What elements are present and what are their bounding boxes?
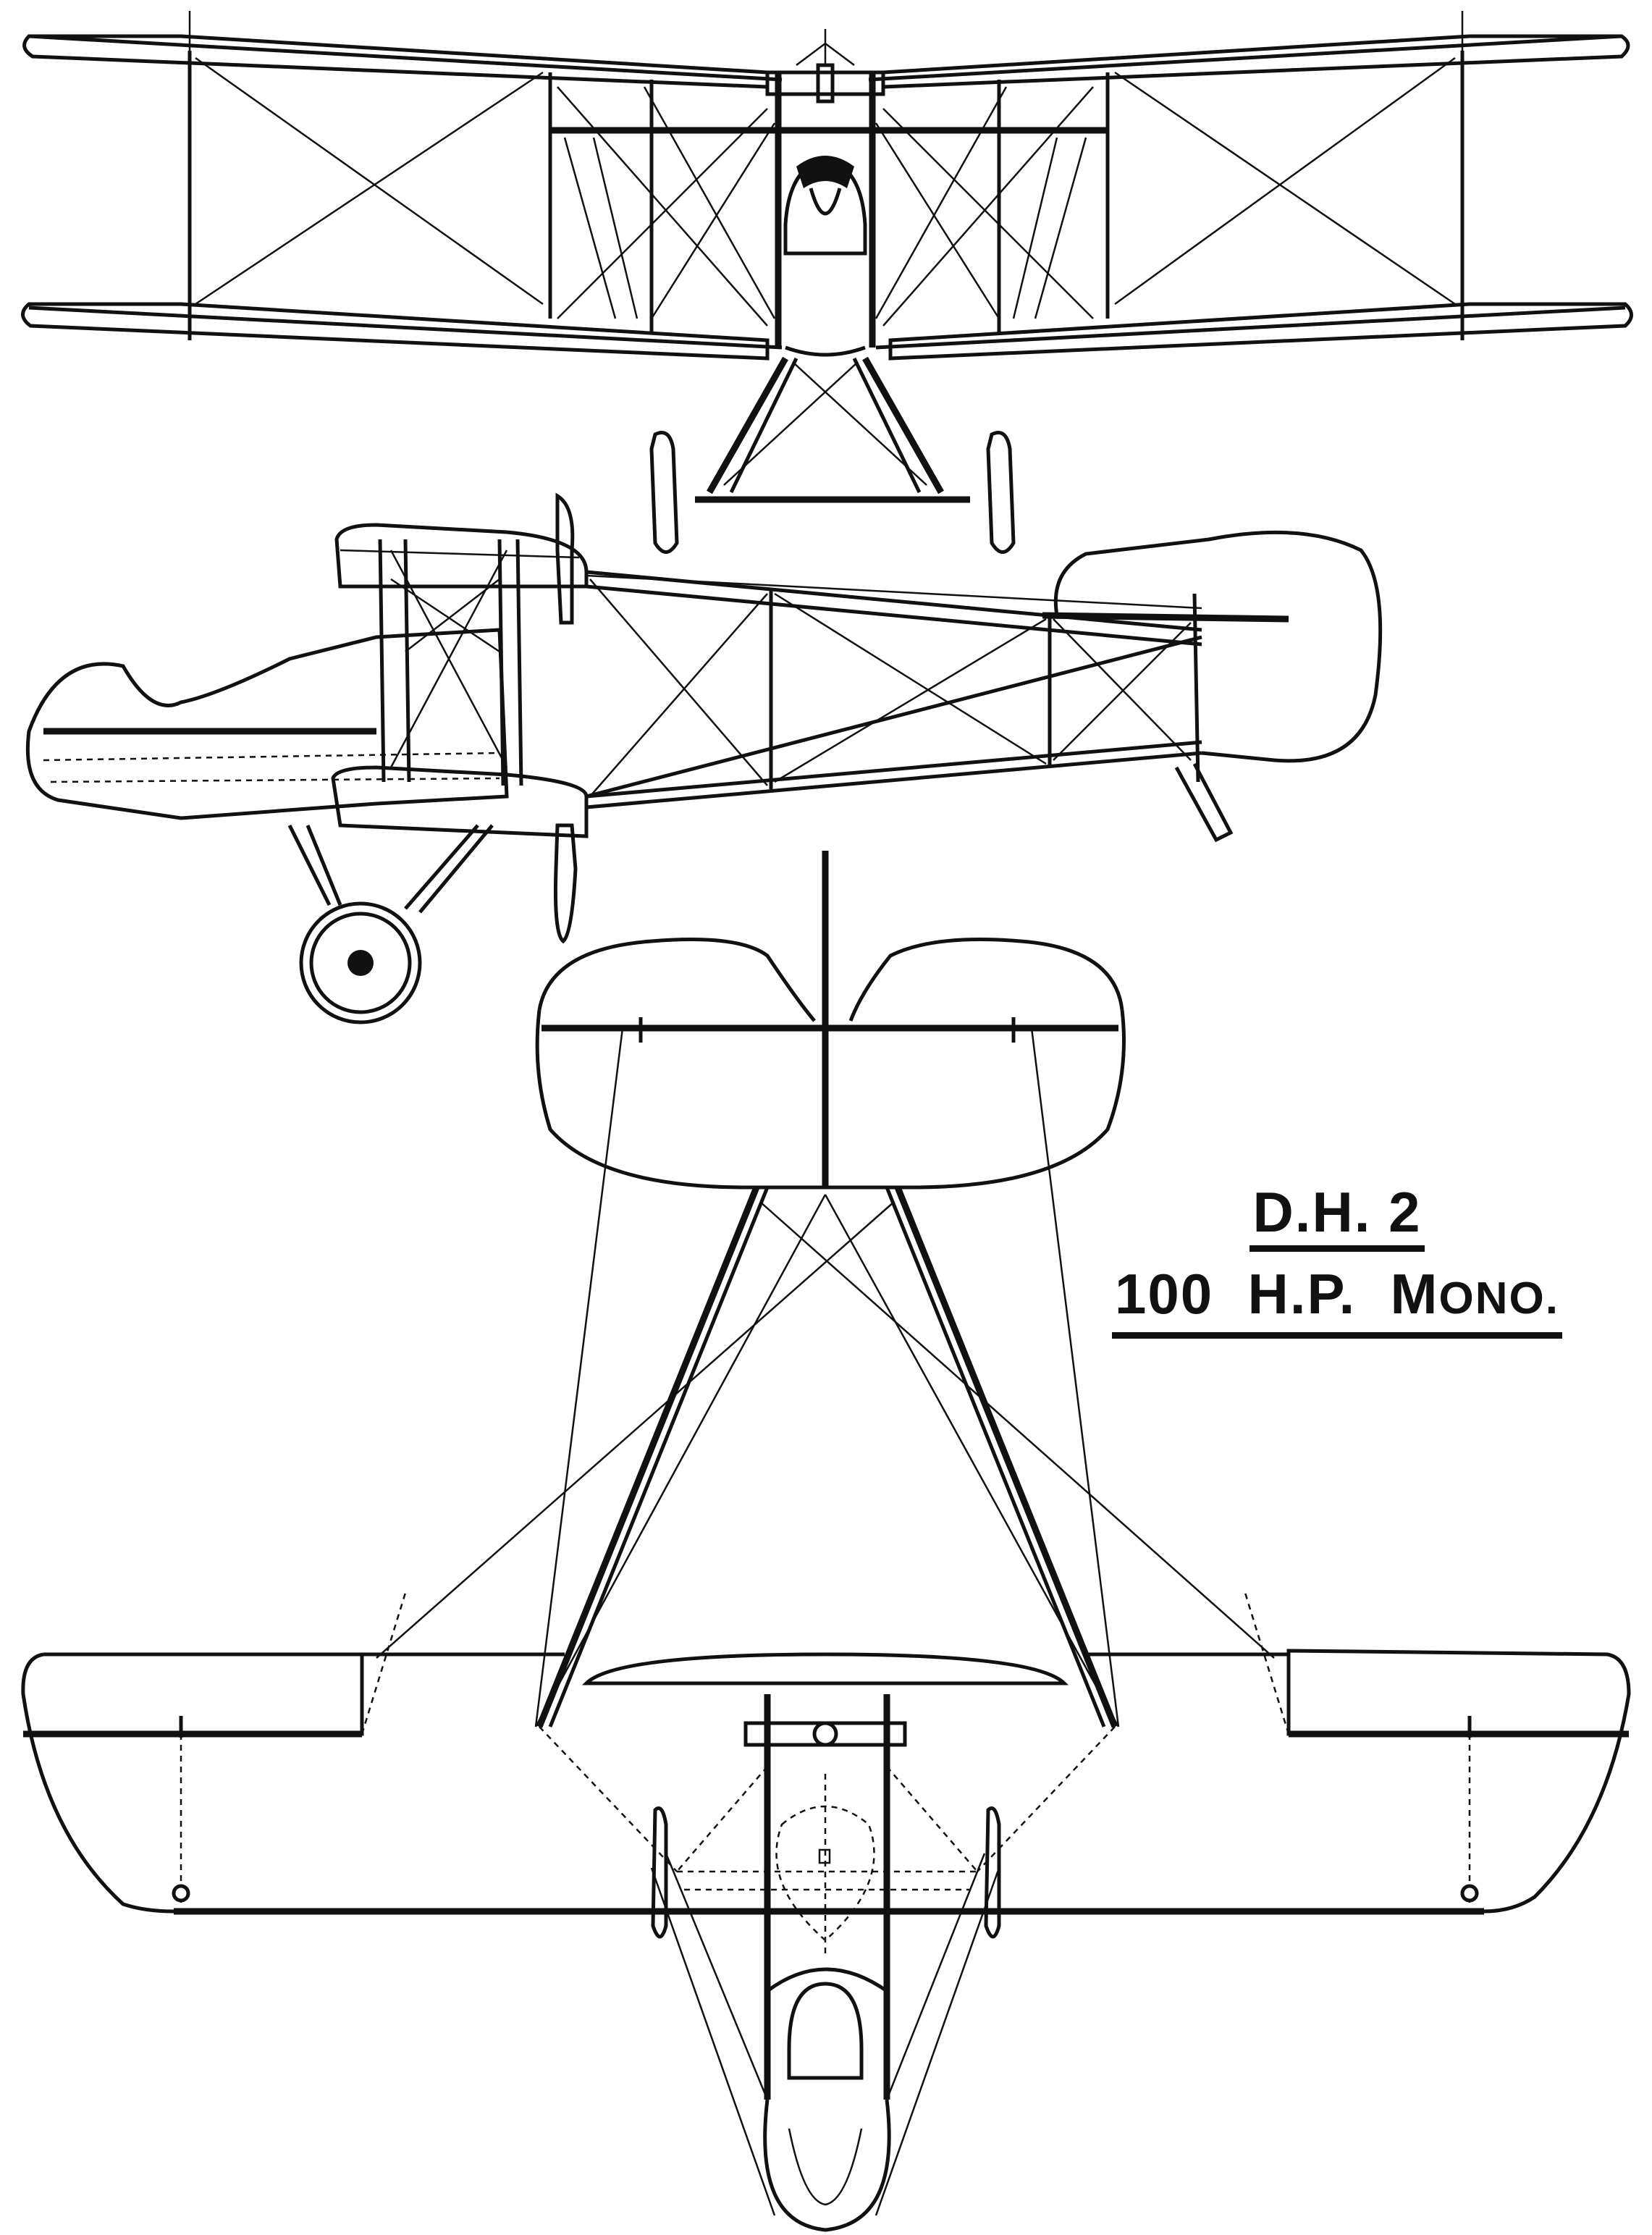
title-engine-power: 100 [1115,1262,1214,1326]
plan-view [21,851,1631,2232]
drawing-title: D.H. 2 100 H.P. MONO. [1076,1180,1598,1339]
title-engine-type-rest: ONO. [1438,1274,1559,1323]
title-engine-type-initial: M [1390,1262,1439,1326]
title-model: D.H. 2 [1249,1180,1425,1252]
title-engine: 100 H.P. MONO. [1112,1262,1562,1339]
front-view [21,11,1633,554]
side-view [25,492,1383,1024]
title-engine-hp: H.P. [1247,1262,1357,1326]
